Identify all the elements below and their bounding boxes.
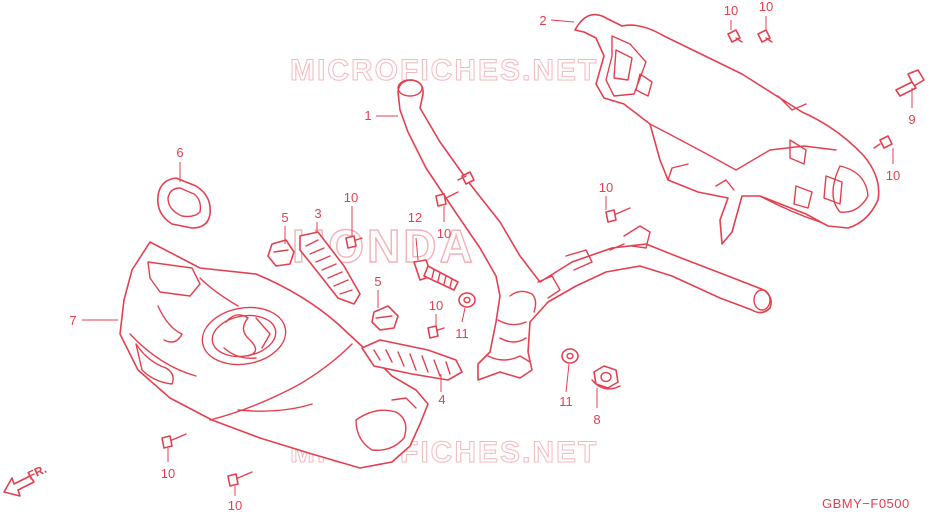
callout-10-f: 10 (437, 226, 451, 241)
handlebar-pipe (397, 79, 772, 381)
callout-10-b: 10 (759, 0, 773, 14)
callout-10-e: 10 (344, 190, 358, 205)
bolt (895, 69, 925, 97)
callout-7: 7 (69, 313, 76, 328)
callout-10-i: 10 (228, 498, 242, 512)
screw-10j (457, 171, 475, 185)
screw-10e (345, 235, 363, 249)
grille-clip-upper (267, 239, 295, 267)
screw-10c (873, 135, 893, 149)
diagram-code: GBMY−F0500 (822, 496, 910, 511)
callout-10-g: 10 (429, 298, 443, 313)
emblem-plate (156, 177, 212, 229)
callout-1: 1 (364, 108, 371, 123)
rear-handle-cover (574, 13, 880, 245)
screw-10i (227, 471, 253, 487)
direction-label: FR. (25, 462, 48, 483)
screw-10f (435, 191, 459, 207)
callout-8: 8 (593, 412, 600, 427)
callout-5-upper: 5 (281, 210, 288, 225)
callout-3: 3 (314, 206, 321, 221)
grille-clip-lower (371, 305, 399, 331)
callout-11-lower: 11 (559, 394, 573, 409)
leader-lines (82, 16, 913, 496)
callout-10-c: 10 (886, 168, 900, 183)
callout-10-a: 10 (724, 3, 738, 18)
screw-10g (427, 325, 445, 339)
screw-10d (605, 207, 631, 223)
callout-10-d: 10 (599, 180, 613, 195)
callout-12: 12 (408, 210, 422, 225)
callout-10-h: 10 (161, 466, 175, 481)
callout-2: 2 (539, 13, 546, 28)
callout-11-upper: 11 (455, 326, 469, 341)
callout-6: 6 (176, 145, 183, 160)
screw-10a (727, 29, 743, 43)
screw-10h (161, 433, 187, 449)
front-handle-cover (119, 241, 429, 469)
callout-4: 4 (438, 392, 445, 407)
watermark-top: MICROFICHES.NET (290, 54, 598, 87)
front-direction-arrow: FR. (3, 462, 49, 497)
right-grille (361, 339, 463, 381)
callout-9: 9 (908, 112, 915, 127)
nut (591, 365, 621, 390)
callout-5-lower: 5 (374, 274, 381, 289)
flange-bolt (413, 259, 459, 291)
screw-10b (757, 29, 773, 43)
washer-upper (458, 292, 476, 308)
washer-lower (561, 348, 579, 364)
left-grille (299, 231, 361, 305)
